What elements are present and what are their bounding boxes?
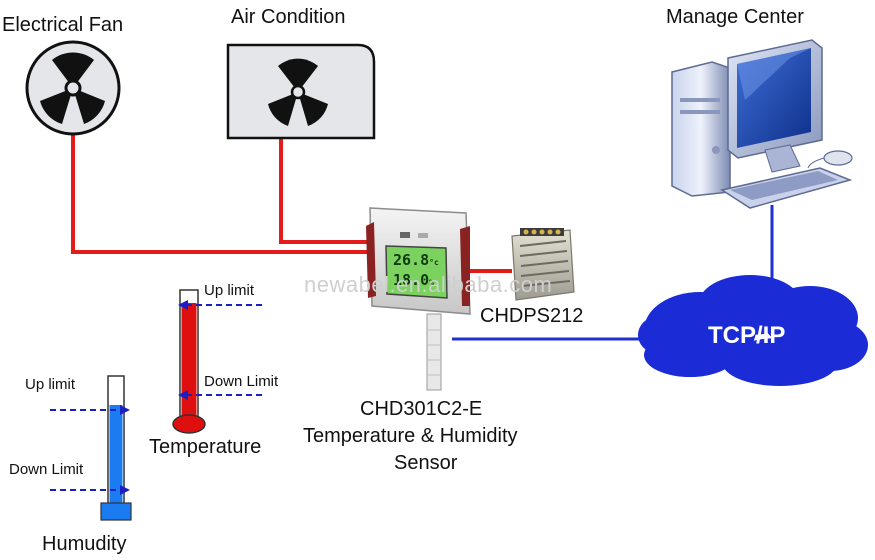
hum-down-arrowhead	[120, 485, 130, 495]
temp-up-limit-label: Up limit	[204, 282, 255, 299]
fan-wire	[71, 133, 378, 254]
network-label: TCP/IP	[708, 322, 786, 349]
manage-center-label: Manage Center	[666, 6, 804, 28]
temp-down-arrowhead	[178, 390, 188, 400]
air-condition-wire	[279, 138, 378, 244]
fan-icon	[25, 40, 121, 136]
power-supply-icon	[511, 228, 575, 301]
hum-up-arrowhead	[120, 405, 130, 415]
thermometer-gauge	[172, 289, 206, 434]
air-condition-icon	[226, 43, 376, 140]
display-unit-2: %	[429, 278, 434, 287]
display-reading-1: 26.8°c	[393, 251, 439, 269]
display-unit-1: °c	[429, 258, 439, 267]
humidity-label: Humudity	[42, 533, 127, 555]
computer-icon	[671, 39, 853, 209]
hygrometer-gauge	[100, 375, 132, 521]
hum-down-limit-label: Down Limit	[9, 461, 84, 478]
network-cloud-icon	[638, 275, 868, 386]
sensor-type-label: Sensor	[394, 452, 458, 474]
display-value-1: 26.8	[393, 251, 430, 269]
sensor-device	[366, 207, 471, 391]
temperature-label: Temperature	[149, 436, 262, 458]
fan-label: Electrical Fan	[2, 14, 124, 36]
humidity-limit-arrows	[50, 409, 122, 491]
sensor-description-label: Temperature & Humidity	[303, 425, 518, 447]
display-value-2: 18.0	[393, 271, 430, 289]
power-supply-label: CHDPS212	[480, 305, 584, 327]
temp-down-limit-label: Down Limit	[204, 373, 279, 390]
air-condition-label: Air Condition	[231, 6, 346, 28]
hum-up-limit-label: Up limit	[25, 376, 76, 393]
watermark: newabel.en.alibaba.com	[304, 272, 553, 297]
temp-up-arrowhead	[178, 300, 188, 310]
temperature-limit-arrows	[184, 304, 262, 396]
sensor-model-label: CHD301C2-E	[360, 398, 483, 420]
display-reading-2: 18.0%	[393, 271, 434, 289]
